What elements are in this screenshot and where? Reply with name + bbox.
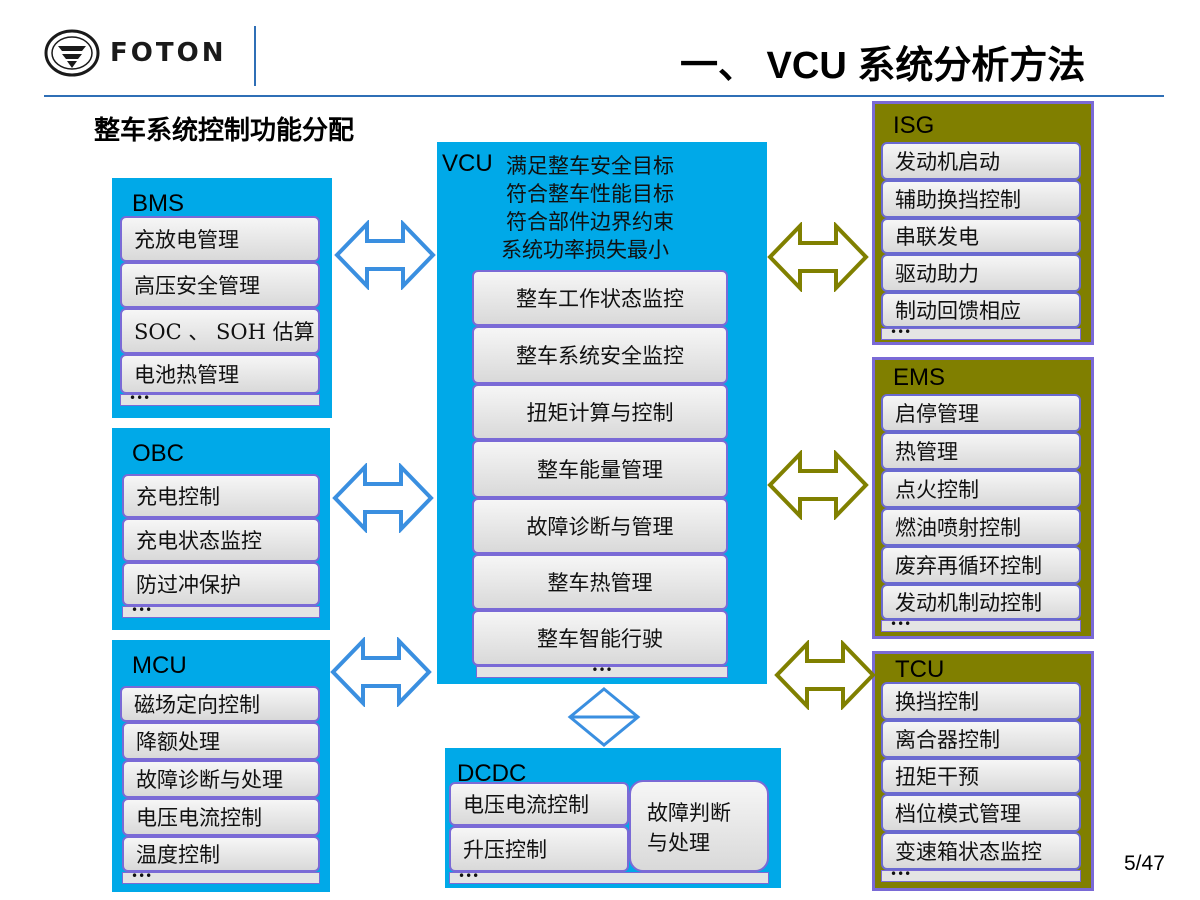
vcu-tcu-double-arrow-icon xyxy=(774,640,876,710)
vcu-goal: 符合整车性能目标 xyxy=(506,182,674,206)
isg-item: 制动回馈相应 xyxy=(881,292,1081,328)
isg-item: 串联发电 xyxy=(881,218,1081,254)
vcu-function: 扭矩计算与控制 xyxy=(472,384,728,440)
ems-title: EMS xyxy=(893,364,946,391)
bms-item: 电池热管理 xyxy=(120,354,320,394)
vcu-label: VCU xyxy=(442,150,493,177)
tcu-title: TCU xyxy=(895,656,945,683)
vcu-function: 整车能量管理 xyxy=(472,440,728,498)
mcu-title: MCU xyxy=(132,652,187,679)
isg-more: ••• xyxy=(881,328,1081,340)
ems-more: ••• xyxy=(881,620,1081,632)
tcu-item: 扭矩干预 xyxy=(881,758,1081,794)
obc-item: 充电状态监控 xyxy=(122,518,320,562)
dcdc-more: ••• xyxy=(449,872,769,884)
bms-more: ••• xyxy=(120,394,320,406)
obc-more: ••• xyxy=(122,606,320,618)
ems-item: 启停管理 xyxy=(881,394,1081,432)
bms-panel: BMS 充放电管理 高压安全管理 SOC 、 SOH 估算 电池热管理 ••• xyxy=(112,178,332,418)
dcdc-fault-line: 与处理 xyxy=(647,831,710,855)
tcu-panel: TCU 换挡控制 离合器控制 扭矩干预 档位模式管理 变速箱状态监控 ••• xyxy=(872,651,1094,891)
mcu-panel: MCU 磁场定向控制 降额处理 故障诊断与处理 电压电流控制 温度控制 ••• xyxy=(112,640,330,892)
mcu-item: 磁场定向控制 xyxy=(120,686,320,722)
tcu-more: ••• xyxy=(881,870,1081,882)
mcu-item: 电压电流控制 xyxy=(122,798,320,836)
obc-item: 防过冲保护 xyxy=(122,562,320,606)
vcu-more: ••• xyxy=(476,666,728,678)
bms-item: 充放电管理 xyxy=(120,216,320,262)
header xyxy=(0,0,1200,104)
dcdc-panel: DCDC 电压电流控制 升压控制 故障判断 与处理 ••• xyxy=(445,748,781,888)
vcu-goal: 系统功率损失最小 xyxy=(501,238,669,262)
tcu-item: 离合器控制 xyxy=(881,720,1081,758)
isg-item: 发动机启动 xyxy=(881,142,1081,180)
vcu-function: 故障诊断与管理 xyxy=(472,498,728,554)
page-title: 一、 VCU 系统分析方法 xyxy=(680,45,1086,87)
dcdc-item: 升压控制 xyxy=(449,826,629,872)
vcu-dcdc-double-arrow-icon xyxy=(567,687,641,747)
ems-item: 燃油喷射控制 xyxy=(881,508,1081,546)
vcu-function: 整车系统安全监控 xyxy=(472,326,728,384)
foton-emblem-icon xyxy=(44,29,100,77)
isg-title: ISG xyxy=(893,112,935,139)
mcu-item: 降额处理 xyxy=(122,722,320,760)
bms-item: 高压安全管理 xyxy=(120,262,320,308)
mcu-item: 故障诊断与处理 xyxy=(122,760,320,798)
vcu-goal: 满足整车安全目标 xyxy=(506,154,674,178)
ems-item: 点火控制 xyxy=(881,470,1081,508)
vcu-function: 整车热管理 xyxy=(472,554,728,610)
tcu-item: 变速箱状态监控 xyxy=(881,832,1081,870)
ems-panel: EMS 启停管理 热管理 点火控制 燃油喷射控制 废弃再循环控制 发动机制动控制… xyxy=(872,357,1094,639)
obc-vcu-double-arrow-icon xyxy=(332,463,434,533)
dcdc-item: 电压电流控制 xyxy=(449,782,629,826)
vcu-function: 整车工作状态监控 xyxy=(472,270,728,326)
isg-panel: ISG 发动机启动 辅助换挡控制 串联发电 驱动助力 制动回馈相应 ••• xyxy=(872,101,1094,345)
header-divider xyxy=(254,26,256,86)
vcu-function: 整车智能行驶 xyxy=(472,610,728,666)
bms-title: BMS xyxy=(132,190,185,217)
tcu-item: 换挡控制 xyxy=(881,682,1081,720)
ems-item: 废弃再循环控制 xyxy=(881,546,1081,584)
vcu-ems-double-arrow-icon xyxy=(767,450,869,520)
isg-item: 辅助换挡控制 xyxy=(881,180,1081,218)
mcu-more: ••• xyxy=(122,872,320,884)
obc-item: 充电控制 xyxy=(122,474,320,518)
vcu-isg-double-arrow-icon xyxy=(767,222,869,292)
foton-logo: FOTON xyxy=(44,26,234,82)
page-number: 5/47 xyxy=(1124,852,1165,875)
header-rule xyxy=(44,95,1164,97)
obc-panel: OBC 充电控制 充电状态监控 防过冲保护 ••• xyxy=(112,428,330,630)
mcu-item: 温度控制 xyxy=(122,836,320,872)
ems-item: 发动机制动控制 xyxy=(881,584,1081,620)
obc-title: OBC xyxy=(132,440,185,467)
ems-item: 热管理 xyxy=(881,432,1081,470)
mcu-vcu-double-arrow-icon xyxy=(330,637,432,707)
bms-vcu-double-arrow-icon xyxy=(334,220,436,290)
tcu-item: 档位模式管理 xyxy=(881,794,1081,832)
section-title: 整车系统控制功能分配 xyxy=(94,116,355,146)
bms-item: SOC 、 SOH 估算 xyxy=(120,308,320,354)
vcu-goal: 符合部件边界约束 xyxy=(506,210,674,234)
isg-item: 驱动助力 xyxy=(881,254,1081,292)
dcdc-fault-line: 故障判断 xyxy=(647,801,731,825)
dcdc-fault-handling: 故障判断 与处理 xyxy=(629,780,769,872)
logo-text: FOTON xyxy=(110,38,227,68)
